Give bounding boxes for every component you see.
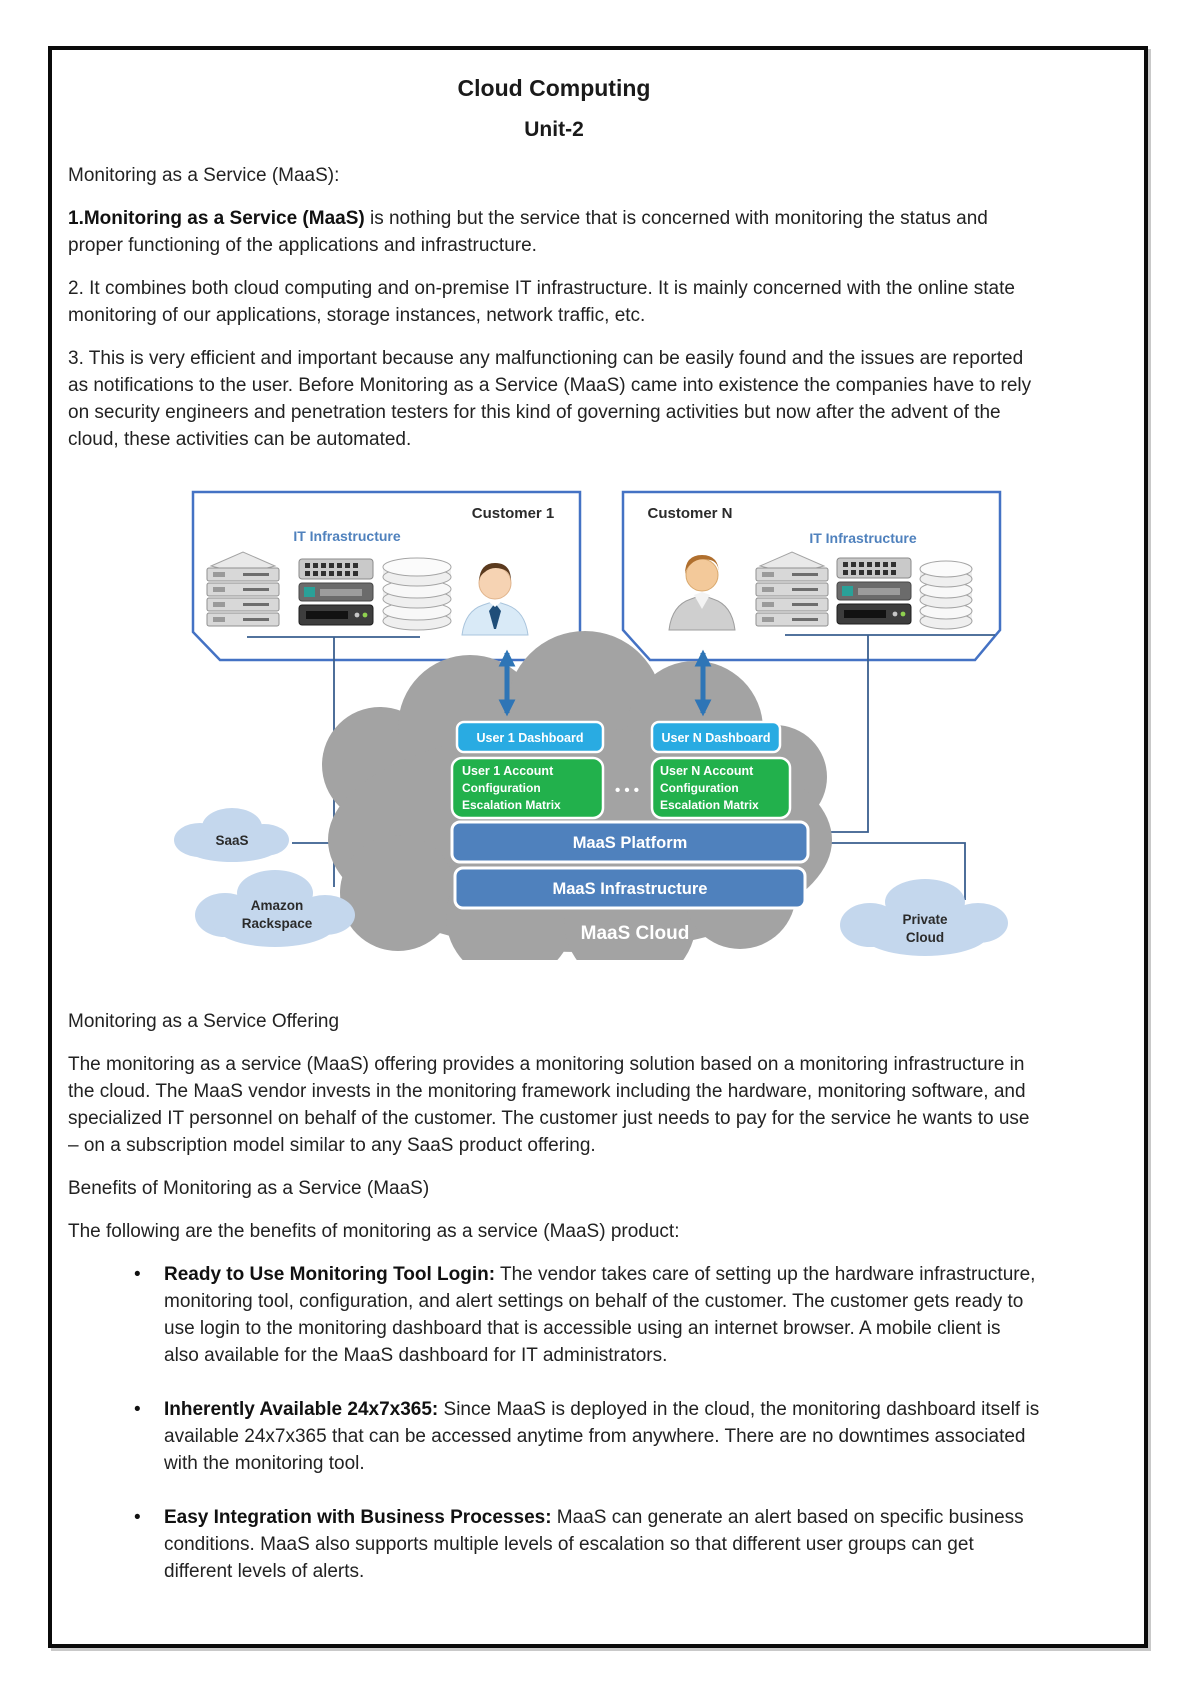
network-switch-icon [836,557,912,625]
intro-heading: Monitoring as a Service (MaaS): [68,165,340,186]
userN-account-line2: Configuration [660,781,739,795]
paragraph-1-bold: 1.Monitoring as a Service (MaaS) [68,208,365,229]
benefit-title: Ready to Use Monitoring Tool Login: [164,1264,496,1285]
user1-person-icon [461,563,529,636]
paragraph-2: 2. It combines both cloud computing and … [68,278,1015,326]
amazon-rackspace-label-line2: Rackspace [242,916,313,931]
benefit-item-easy-integration: Easy Integration with Business Processes… [134,1504,1040,1585]
saas-cloud-shape [174,808,289,862]
user1-dashboard-label: User 1 Dashboard [477,731,584,745]
benefits-intro: The following are the benefits of monito… [68,1221,680,1242]
benefit-item-ready-to-use: Ready to Use Monitoring Tool Login: The … [134,1261,1040,1369]
maas-cloud-label: MaaS Cloud [581,923,690,944]
maas-diagram-svg: Customer 1 Customer N IT Infrastructure … [174,490,1008,960]
maas-architecture-diagram: Customer 1 Customer N IT Infrastructure … [140,455,1020,960]
customer1-infra-label: IT Infrastructure [293,528,401,544]
offering-heading: Monitoring as a Service Offering [68,1011,340,1032]
customerN-infra-label: IT Infrastructure [809,530,917,546]
paragraph-1: 1.Monitoring as a Service (MaaS) is noth… [68,205,1040,259]
userN-person-icon [668,555,736,631]
saas-label: SaaS [215,833,248,848]
customer1-label: Customer 1 [472,505,555,522]
page-subtitle: Unit-2 [524,118,584,141]
user1-dashboard-box [455,720,605,754]
benefit-text: The vendor takes care of setting up the … [164,1264,1036,1366]
userN-account-line1: User N Account [660,764,754,778]
database-icon [919,560,973,630]
benefits-list: Ready to Use Monitoring Tool Login: The … [68,1261,1040,1585]
document-frame: Cloud Computing Unit-2 Monitoring as a S… [48,46,1148,1648]
benefit-text: Since MaaS is deployed in the cloud, the… [164,1399,1040,1474]
userN-account-box [650,756,792,820]
userN-dashboard-box [650,720,782,754]
database-icon [382,557,452,631]
benefit-title: Inherently Available 24x7x365: [164,1399,439,1420]
maas-infrastructure-label: MaaS Infrastructure [553,880,708,898]
sync-arrows [498,649,712,717]
private-cloud-shape [840,879,1008,956]
ellipsis-dots: • • • [615,782,639,799]
benefits-heading: Benefits of Monitoring as a Service (Maa… [68,1178,430,1199]
network-switch-icon [298,558,374,626]
benefit-title: Easy Integration with Business Processes… [164,1507,552,1528]
userN-dashboard-label: User N Dashboard [661,731,770,745]
user1-account-box [450,756,605,820]
offering-body: The monitoring as a service (MaaS) offer… [68,1054,1030,1156]
paragraph-1-text: is nothing but the service that is conce… [68,208,988,256]
paragraph-3: 3. This is very efficient and important … [68,348,1032,450]
private-cloud-label-line1: Private [902,912,948,927]
benefit-item-inherently-available: Inherently Available 24x7x365: Since Maa… [134,1396,1040,1477]
userN-account-line3: Escalation Matrix [660,798,759,812]
server-rack-icon [206,551,280,627]
private-cloud-label-line2: Cloud [906,930,944,945]
user1-account-line2: Configuration [462,781,541,795]
benefit-text: MaaS can generate an alert based on spec… [164,1507,1024,1582]
server-rack-icon [755,551,829,627]
user1-account-line3: Escalation Matrix [462,798,561,812]
maas-infrastructure-box [453,866,807,910]
customerN-label: Customer N [647,505,732,522]
maas-platform-label: MaaS Platform [573,834,688,852]
amazon-rackspace-label-line1: Amazon [251,898,304,913]
page-title: Cloud Computing [457,75,651,101]
amazon-rackspace-cloud-shape [195,870,355,947]
maas-platform-box [450,820,810,864]
user1-account-line1: User 1 Account [462,764,554,778]
